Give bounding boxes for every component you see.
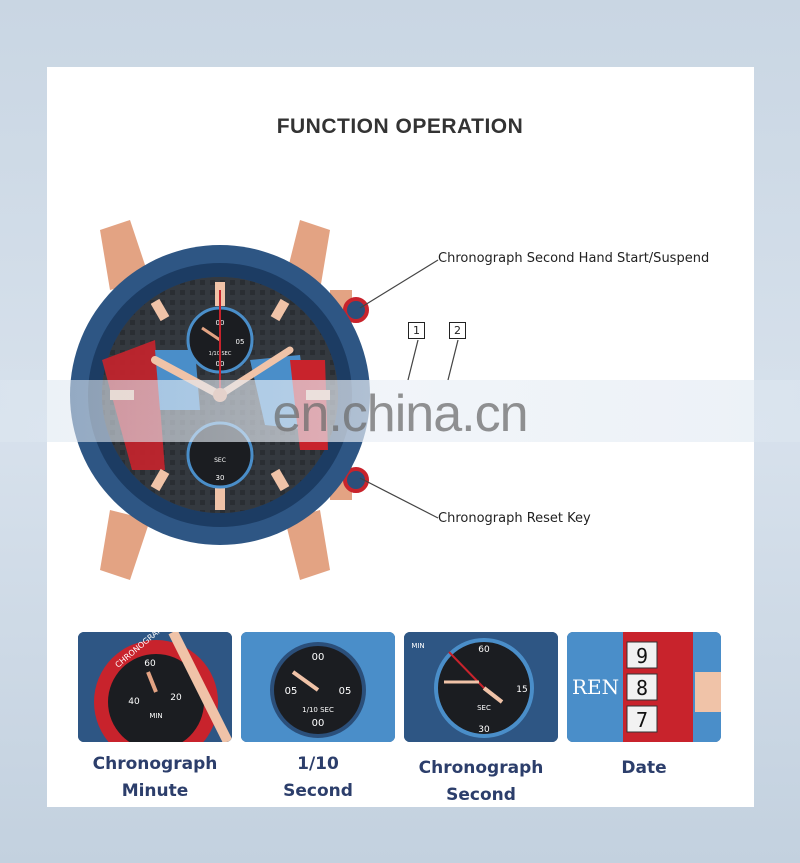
subdial-bottom-30: 30 [216, 474, 225, 482]
thumb3-30: 30 [478, 725, 490, 735]
reset-pusher [343, 467, 369, 493]
thumb-label-date: Date [621, 758, 667, 778]
thumb-date: REN 9 8 7 [567, 632, 721, 742]
thumb2-left: 05 [285, 686, 298, 697]
watermark-band [0, 380, 800, 442]
start-pusher [343, 297, 369, 323]
callout-start-label: Chronograph Second Hand Start/Suspend [438, 251, 710, 266]
thumb4-digit-7: 7 [636, 708, 648, 732]
callout-lines [359, 259, 459, 519]
thumb4-digit-8: 8 [636, 676, 648, 700]
marker-1: 1 [408, 322, 425, 339]
marker-2: 2 [449, 322, 466, 339]
thumb1-60: 60 [144, 659, 156, 669]
lug-bottom-left [100, 510, 150, 580]
thumb4-brand: REN [572, 675, 619, 699]
thumb3-15: 15 [516, 685, 527, 695]
thumb2-label: 1/10 SEC [302, 706, 334, 714]
thumb3-min: MIN [411, 642, 424, 650]
thumb-tenth-second: 00 05 05 1/10 SEC 00 [241, 632, 395, 742]
thumb2-bottom: 00 [312, 718, 325, 729]
thumb2-top: 00 [312, 652, 325, 663]
watermark: en.china.cn [272, 385, 529, 443]
thumb-chrono-minute: CHRONOGRAPH 60 20 40 MIN [78, 632, 232, 742]
thumb1-min: MIN [149, 712, 162, 720]
thumb3-sec: SEC [477, 704, 491, 712]
subdial-top-05: 05 [236, 338, 245, 346]
thumb2-right: 05 [339, 686, 352, 697]
thumb3-60: 60 [478, 645, 490, 655]
subdial-bottom-label: SEC [214, 457, 226, 464]
thumb4-digit-9: 9 [636, 644, 648, 668]
page-title: FUNCTION OPERATION [276, 115, 524, 138]
lug-bottom-right [285, 510, 330, 580]
thumb1-20: 20 [170, 693, 182, 703]
thumb1-40: 40 [128, 697, 140, 707]
thumb-chrono-second: 60 MIN 15 SEC 30 [404, 632, 558, 742]
callout-reset-label: Chronograph Reset Key [438, 511, 591, 526]
